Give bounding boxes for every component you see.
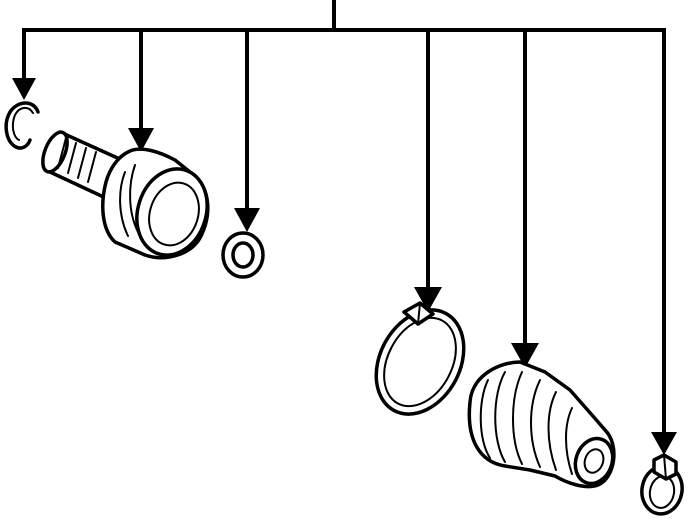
leader-lines: [22, 0, 666, 436]
arrowhead-snap-ring: [12, 78, 36, 100]
cv-joint-housing-icon: [41, 130, 210, 260]
arrowhead-small-clamp: [651, 432, 677, 455]
snap-ring-icon: [4, 101, 40, 150]
arrowhead-boot: [511, 343, 539, 368]
band-clamp-icon: [374, 301, 466, 416]
leader-arrowheads: [12, 78, 677, 455]
washer-icon: [221, 231, 265, 279]
arrowhead-large-clamp: [414, 287, 442, 312]
cv-boot-icon: [467, 360, 616, 489]
arrowhead-washer: [234, 208, 260, 232]
arrowhead-outer-joint: [128, 128, 154, 152]
small-clamp-icon: [640, 453, 684, 516]
